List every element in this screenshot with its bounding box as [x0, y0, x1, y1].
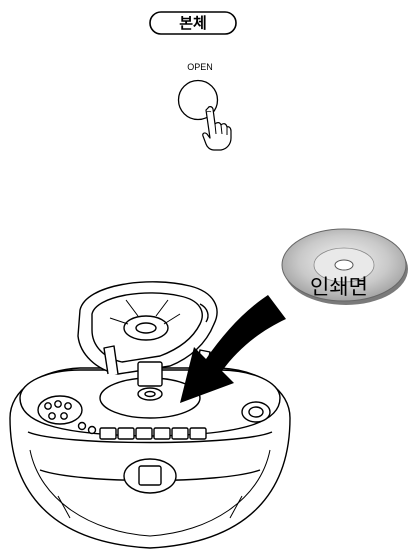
insert-arrow-icon	[150, 285, 290, 415]
badge-label: 본체	[148, 8, 238, 38]
open-button-label: OPEN	[170, 62, 230, 72]
section-badge: 본체	[148, 8, 238, 38]
printed-side-label: 인쇄면	[310, 271, 400, 301]
pointing-hand-icon	[196, 104, 236, 154]
